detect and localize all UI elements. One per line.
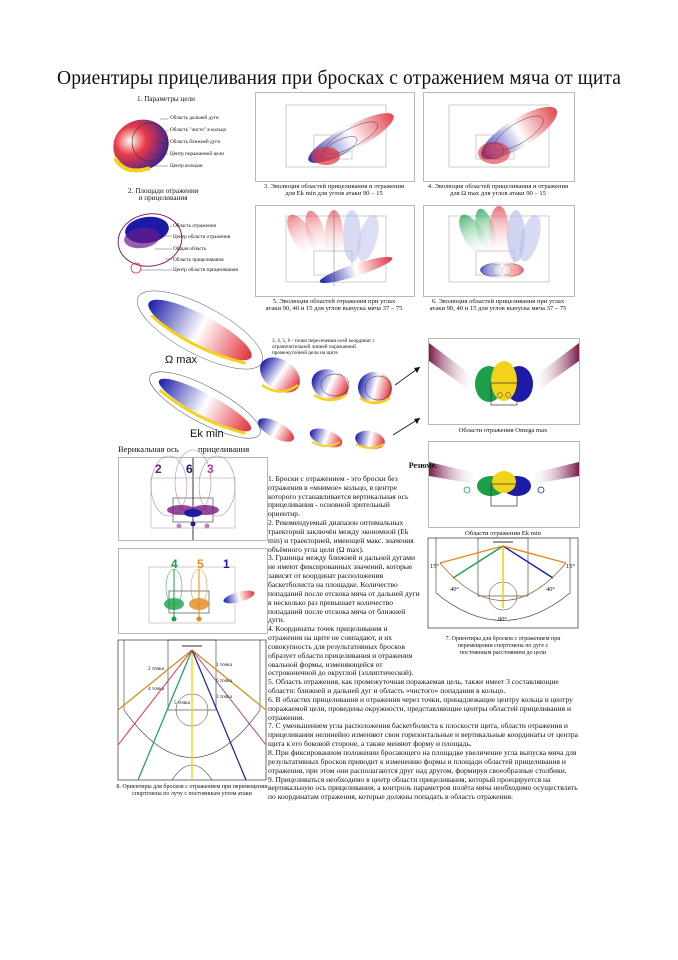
angle-15-left: 15° [430,563,439,570]
angle-15-right: 15° [566,563,575,570]
label-near-arc: Область ближней дуги [170,139,221,145]
summary-item-7: 7. С уменьшением угла расположения баске… [268,721,579,749]
number-3: 3 [207,462,214,476]
number-5: 5 [197,557,204,571]
aiming-points-panel: 4 5 1 [118,548,268,634]
angle-40-left: 40° [450,586,459,593]
label-common-area: Общая область [173,246,207,252]
label-clean-hit: Область "чисто" в кольцо [170,127,227,133]
figure-4-caption: 4. Эволюция областей прицеливания и отра… [427,183,569,198]
ek-region-caption: Области отражения Ek min [465,530,541,537]
dot-label-6: 6 точка [216,678,232,684]
aiming-label: прицеливания [198,444,250,454]
vertical-axis-panel: 2 6 3 [118,449,268,541]
dot-label-3: 3 точка [216,694,232,700]
ek-region-panel [428,441,580,528]
points-note: 3, 4, 5, 6 - точки пересечения осей коор… [272,338,375,356]
angle-90: 90° [498,616,507,623]
number-4: 4 [171,557,178,571]
summary-item-9: 9. Прицеливаться необходимо в центр обла… [268,774,578,802]
section2-heading: 2. Площади отражения и прицеливания [128,187,199,203]
figure-8-caption: 8. Ориентиры для бросков с отражением пр… [116,784,268,797]
summary-item-2: 2. Рекомендуемый диапазон оптимальных тр… [268,518,414,554]
figure-3-caption: 3. Эволюция областей прицеливания и отра… [263,183,405,198]
summary-item-5: 5. Область отражения, как промежуточная … [268,677,559,696]
number-2: 2 [155,462,162,476]
omega-region-panel [428,338,580,425]
label-reflection-area: Область отражения [173,223,216,229]
figure-6-caption: 6. Эволюция областей прицеливания при уг… [429,298,567,313]
page-title: Ориентиры прицеливания при бросках с отр… [57,68,621,89]
summary: Резюме. 1. Броски с отражением - это бро… [268,461,579,802]
summary-item-3: 3. Границы между ближней и дальней дугам… [268,553,420,625]
dot-label-1: 1 точка [216,662,232,668]
dot-label-4: 4 точка [148,686,164,692]
summary-item-1: 1. Броски с отражением - это броски без … [268,473,409,519]
dot-label-5: 5 точка [174,700,190,706]
summary-item-6: 6. В областях прицеливания и отражения ч… [268,694,573,722]
figure-3-panel [255,92,415,182]
summary-item-4: 4. Координаты точек прицеливания и отраж… [268,624,414,678]
dot-label-2: 2 точка [148,666,164,672]
figure-5-panel [255,205,415,297]
section1-heading: 1. Параметры цели [137,95,196,103]
label-far-arc: Область дальней дуги [170,115,219,121]
omega-region-caption: Области отражения Omega max [458,427,548,434]
figure-5-caption: 5. Эволюция областей отражения при углах… [265,298,403,313]
figure-7-caption: 7. Ориентиры для бросков с отражением пр… [445,636,561,656]
label-aiming-area: Область прицеливания [173,256,224,263]
number-1: 1 [223,557,230,571]
vertical-axis-label: Верикальная ось [118,444,179,454]
figure-4-panel [423,92,575,182]
ek-min-label: Ek min [190,428,224,440]
figure-8-court: 2 точка 4 точка 1 точка 6 точка 5 точка … [117,639,267,781]
angle-40-right: 40° [546,586,555,593]
label-reflection-center: Центр области отражения [173,233,231,240]
omega-max-label: Ω max [165,354,198,366]
label-ring-center: Центр кольцов [170,163,203,169]
label-target-center: Центр поражаемой цели [170,151,224,157]
label-aiming-center: Центр области прицеливания [173,267,238,273]
summary-title: Резюме. [408,461,438,470]
figure-6-panel [423,205,575,297]
number-6: 6 [186,462,193,476]
figure-7-court: 15° 40° 90° 40° 15° [427,537,579,630]
summary-item-8: 8. При фиксированном положении бросающег… [268,748,577,775]
